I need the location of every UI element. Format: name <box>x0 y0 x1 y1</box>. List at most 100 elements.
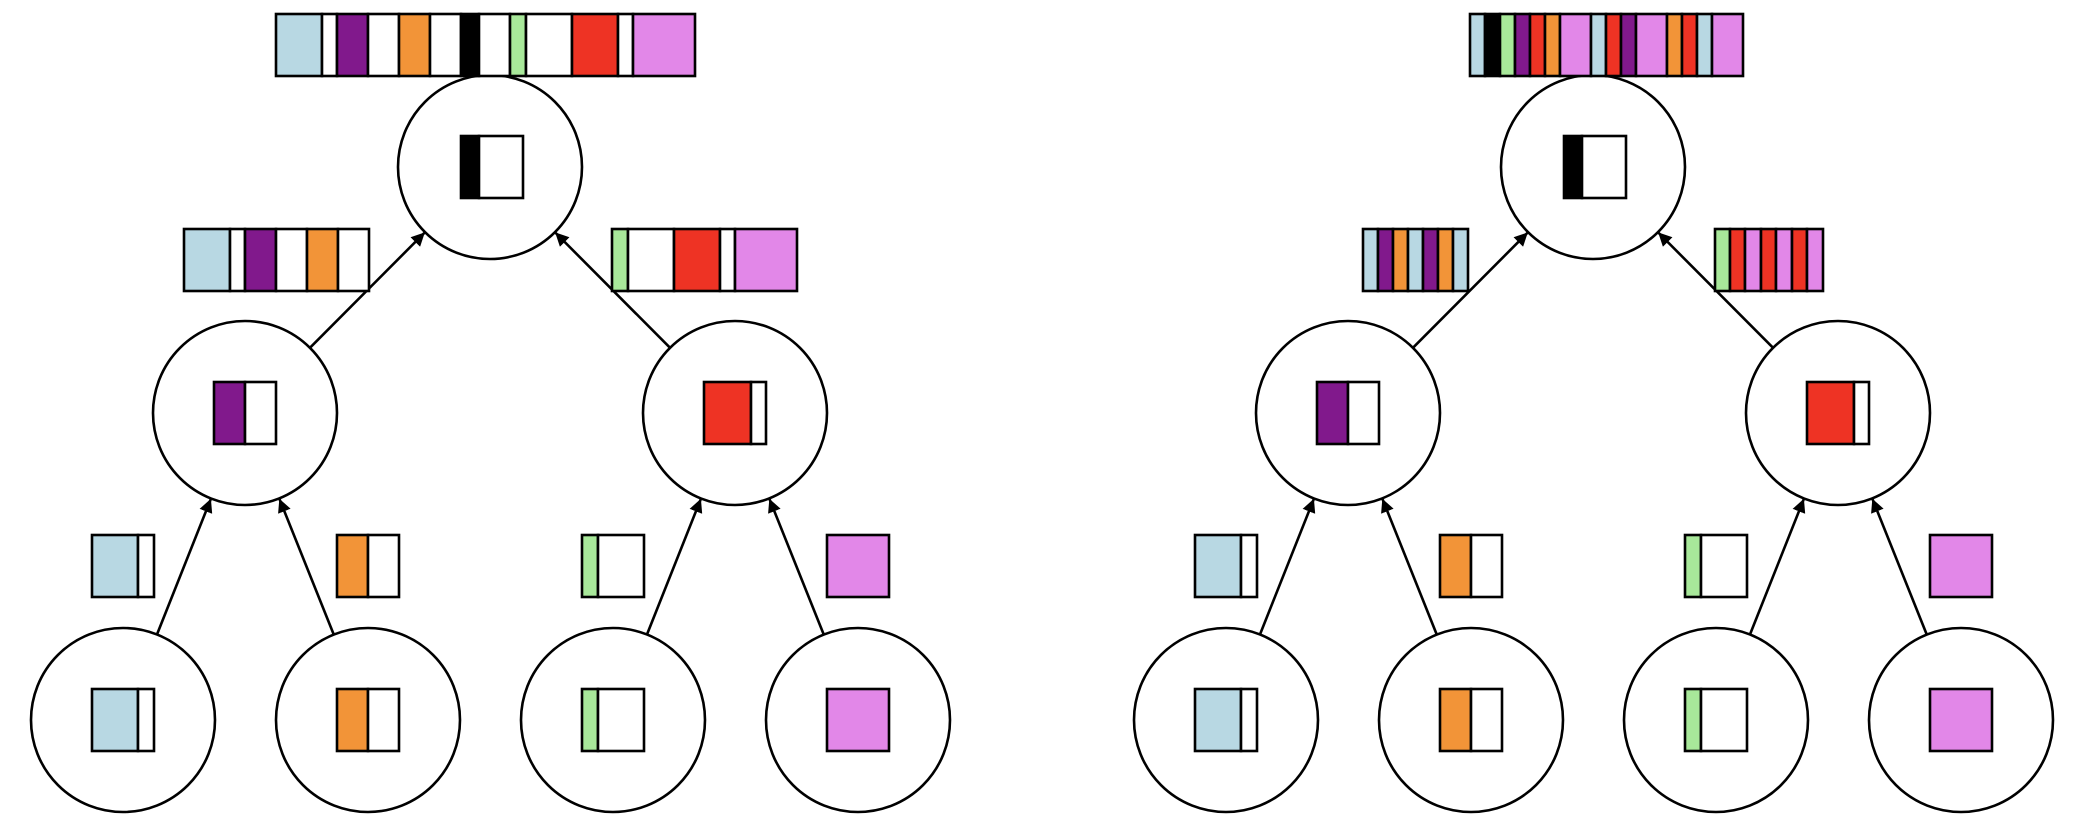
right-tree-leaf-1-to-mid-left-segment-lightblue <box>1193 533 1243 599</box>
left-tree-node-mid-left <box>151 319 339 507</box>
right-tree-edge-leaf-1-to-mid-left <box>1258 498 1316 635</box>
left-tree-root-top-segment-white <box>366 12 401 78</box>
right-tree-node-leaf-2 <box>1377 626 1565 814</box>
right-tree-mid-left-to-root-segment-lightblue <box>1361 227 1380 293</box>
right-tree-mid-left-to-root-segment-orange <box>1436 227 1455 293</box>
left-tree-node-leaf-1-bar <box>90 687 156 753</box>
right-tree-mid-right-to-root-bar <box>1713 227 1825 293</box>
right-tree-node-root <box>1499 73 1687 261</box>
right-tree-mid-left-to-root-segment-lightblue <box>1451 227 1470 293</box>
right-tree-node-leaf-1-bar <box>1193 687 1259 753</box>
left-tree-leaf-3-to-mid-right-segment-white <box>596 533 646 599</box>
left-tree-node-leaf-3 <box>519 626 707 814</box>
right-tree-mid-right-to-root-segment-red <box>1790 227 1809 293</box>
left-tree-mid-left-to-root-bar <box>182 227 371 293</box>
right-tree-node-mid-left <box>1254 319 1442 507</box>
right-tree-node-mid-right-segment-red <box>1805 380 1856 446</box>
left-tree-root-top-segment-white <box>477 12 512 78</box>
left-tree-leaf-4-to-mid-right-segment-pink <box>825 533 891 599</box>
right-tree-node-mid-left-segment-white <box>1346 380 1381 446</box>
right-tree-node-root-segment-white <box>1580 134 1628 200</box>
right-tree-root-top-segment-red <box>1604 12 1623 78</box>
right-tree-leaf-3-to-mid-right-bar <box>1683 533 1749 599</box>
left-tree-mid-right-to-root-segment-green <box>610 227 630 293</box>
left-tree-node-leaf-4 <box>764 626 952 814</box>
left-tree-mid-left-to-root-segment-white <box>228 227 247 293</box>
right-tree-mid-left-to-root-segment-purple <box>1376 227 1395 293</box>
right-tree-node-leaf-2-segment-white <box>1469 687 1504 753</box>
right-tree-node-leaf-3 <box>1622 626 1810 814</box>
right-tree-node-leaf-4-segment-pink <box>1928 687 1994 753</box>
right-tree-root-top-bar <box>1468 12 1745 78</box>
right-tree-root-top-segment-pink <box>1710 12 1745 78</box>
left-tree-root-top-segment-lightblue <box>274 12 324 78</box>
right-tree-mid-right-to-root-segment-pink <box>1774 227 1794 293</box>
right-tree-mid-left-to-root-segment-lightblue <box>1406 227 1425 293</box>
left-tree-mid-left-to-root-segment-orange <box>305 227 340 293</box>
left-tree-leaf-2-to-mid-left-bar <box>335 533 401 599</box>
right-tree-root-top-segment-lightblue <box>1695 12 1714 78</box>
left-tree-leaf-2-to-mid-left-segment-white <box>366 533 401 599</box>
left-tree-node-mid-right-segment-red <box>702 380 753 446</box>
left-tree-node-leaf-1-segment-white <box>136 687 156 753</box>
left-tree-root-top-segment-white <box>320 12 339 78</box>
left-tree-node-root-segment-white <box>477 134 525 200</box>
right-tree-root-top-segment-pink <box>1558 12 1593 78</box>
left-tree-root-top-segment-red <box>570 12 620 78</box>
bars-layer <box>90 12 1994 599</box>
right-tree-mid-right-to-root-segment-pink <box>1805 227 1825 293</box>
left-tree-node-mid-left-segment-purple <box>212 380 247 446</box>
left-tree-root-top-bar <box>274 12 697 78</box>
left-tree-leaf-3-to-mid-right-segment-green <box>580 533 600 599</box>
left-tree-root-top-segment-pink <box>631 12 697 78</box>
left-tree-mid-right-to-root-bar <box>610 227 799 293</box>
left-tree-leaf-1-to-mid-left-segment-white <box>136 533 156 599</box>
left-tree-mid-right-to-root-segment-white <box>718 227 737 293</box>
left-tree-node-mid-right <box>641 319 829 507</box>
left-tree-edge-leaf-3-to-mid-right <box>645 498 703 635</box>
left-tree-node-leaf-2-bar <box>335 687 401 753</box>
right-tree-root-top-segment-black <box>1483 12 1502 78</box>
left-tree-root-top-segment-white <box>428 12 463 78</box>
left-tree-root-top-segment-white <box>616 12 635 78</box>
right-tree-node-leaf-2-bar <box>1438 687 1504 753</box>
right-tree-node-leaf-3-segment-green <box>1683 687 1703 753</box>
left-tree-mid-right-to-root-segment-white <box>626 227 676 293</box>
right-tree-node-leaf-3-bar <box>1683 687 1749 753</box>
left-tree-edge-leaf-2-to-mid-left <box>278 498 335 636</box>
right-tree-node-mid-right-segment-white <box>1852 380 1871 446</box>
left-tree-root-top-segment-green <box>508 12 528 78</box>
left-tree-root-top-segment-orange <box>397 12 432 78</box>
left-tree-node-leaf-3-segment-white <box>596 687 646 753</box>
left-tree-edge-leaf-1-to-mid-left <box>155 498 213 635</box>
edges-layer <box>155 231 1928 636</box>
right-tree-mid-left-to-root-segment-purple <box>1421 227 1440 293</box>
left-tree-node-leaf-2-segment-orange <box>335 687 370 753</box>
left-tree-leaf-1-to-mid-left-segment-lightblue <box>90 533 140 599</box>
right-tree-leaf-3-to-mid-right-segment-white <box>1699 533 1749 599</box>
right-tree-node-root-bar <box>1562 134 1628 200</box>
right-tree-node-mid-left-segment-purple <box>1315 380 1350 446</box>
left-tree-leaf-2-to-mid-left-segment-orange <box>335 533 370 599</box>
left-tree-node-mid-right-bar <box>702 380 768 446</box>
right-tree-mid-left-to-root-segment-orange <box>1391 227 1410 293</box>
right-tree-node-root-segment-black <box>1562 134 1584 200</box>
left-tree-leaf-3-to-mid-right-bar <box>580 533 646 599</box>
left-tree-node-mid-right-segment-white <box>749 380 768 446</box>
right-tree-root-top-segment-red <box>1680 12 1699 78</box>
left-tree-leaf-1-to-mid-left-bar <box>90 533 156 599</box>
right-tree-node-mid-right-bar <box>1805 380 1871 446</box>
right-tree-node-mid-right <box>1744 319 1932 507</box>
right-tree-edge-mid-left-to-root <box>1412 231 1529 349</box>
left-tree-root-top-segment-black <box>459 12 481 78</box>
right-tree-edge-leaf-2-to-mid-left <box>1381 498 1438 636</box>
left-tree-mid-right-to-root-segment-pink <box>733 227 799 293</box>
right-tree-root-top-segment-purple <box>1619 12 1638 78</box>
right-tree-node-leaf-1-segment-lightblue <box>1193 687 1243 753</box>
right-tree-root-top-segment-purple <box>1513 12 1532 78</box>
left-tree-node-leaf-3-bar <box>580 687 646 753</box>
right-tree-leaf-1-to-mid-left-segment-white <box>1239 533 1259 599</box>
right-tree-leaf-3-to-mid-right-segment-green <box>1683 533 1703 599</box>
left-tree-leaf-4-to-mid-right-bar <box>825 533 891 599</box>
